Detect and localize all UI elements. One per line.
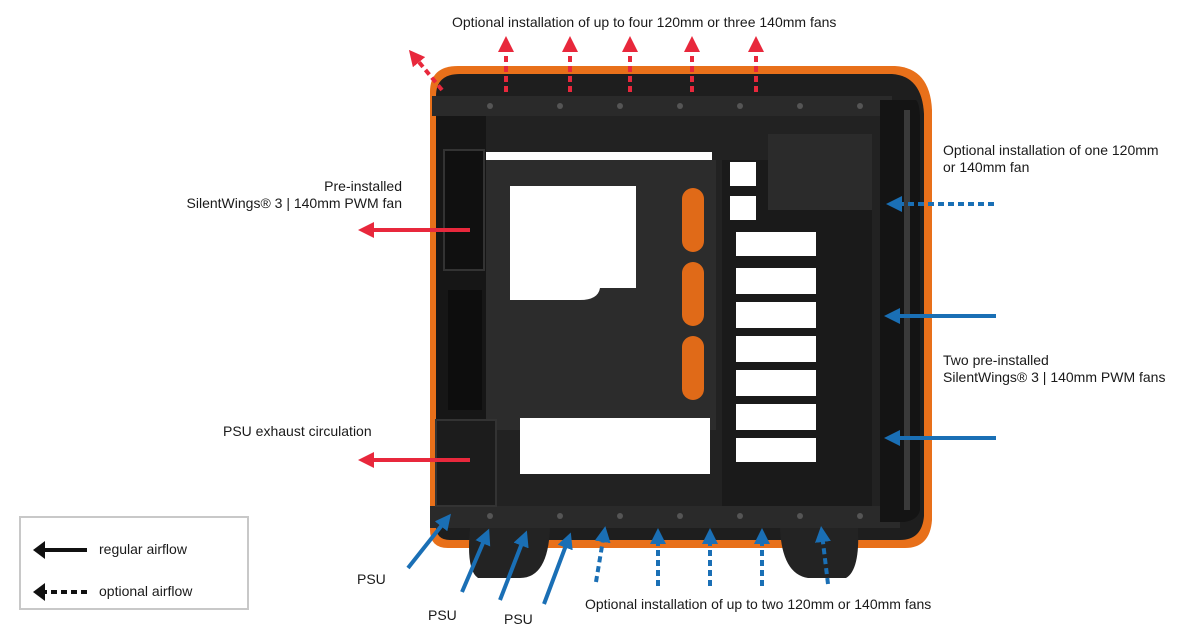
psu-label-2: PSU [428, 607, 457, 623]
legend-regular: regular airflow [31, 538, 241, 562]
front-intake-arrows [884, 196, 996, 446]
psu-exhaust-label: PSU exhaust circulation [223, 423, 372, 439]
optional-airflow-arrow-icon [33, 583, 87, 601]
psu-label-3: PSU [504, 611, 533, 627]
legend-optional: optional airflow [31, 580, 241, 604]
top-exhaust-arrows [408, 36, 764, 92]
front-preinstalled-label-line2: SilentWings® 3 | 140mm PWM fans [943, 369, 1166, 385]
rear-exhaust-arrows [358, 222, 470, 468]
front-optional-label-line1: Optional installation of one 120mm [943, 142, 1159, 158]
bottom-fans-label: Optional installation of up to two 120mm… [585, 596, 932, 612]
psu-intake-arrow-1 [406, 513, 451, 570]
case-body [430, 66, 932, 578]
bottom-intake-arrows [406, 513, 831, 605]
bottom-optional-arrow-1 [594, 526, 611, 583]
rear-fan-label-line1: Pre-installed [324, 178, 402, 194]
psu-intake-arrow-3 [498, 530, 529, 601]
legend-optional-label: optional airflow [99, 583, 193, 599]
legend: regular airflow optional airflow [19, 516, 249, 610]
psu-label-1: PSU [357, 571, 386, 587]
legend-regular-label: regular airflow [99, 541, 187, 557]
regular-airflow-arrow-icon [33, 541, 87, 559]
psu-intake-arrow-2 [460, 528, 491, 593]
top-fans-label: Optional installation of up to four 120m… [452, 14, 837, 30]
psu-intake-arrow-4 [542, 532, 573, 605]
bottom-optional-arrow-5 [815, 526, 831, 585]
top-corner-arrow [408, 49, 444, 92]
rear-fan-label-line2: SilentWings® 3 | 140mm PWM fan [186, 195, 402, 211]
front-preinstalled-label-line1: Two pre-installed [943, 352, 1049, 368]
front-optional-label-line2: or 140mm fan [943, 159, 1030, 175]
